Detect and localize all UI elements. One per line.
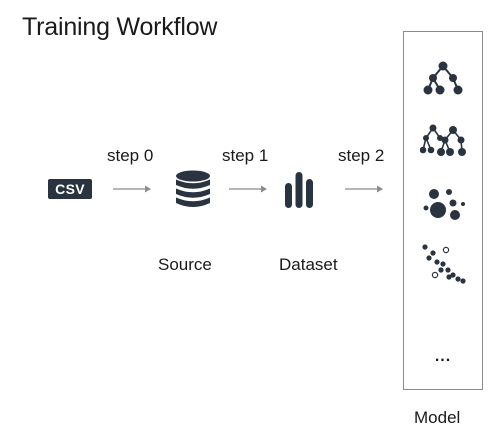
arrow-step-2 — [345, 185, 383, 193]
csv-badge: CSV — [48, 179, 92, 199]
step-0-label: step 0 — [107, 146, 154, 165]
arrow-step-0 — [113, 185, 151, 193]
step-1-label: step 1 — [222, 146, 269, 165]
decision-tree-icon — [423, 61, 463, 95]
ensemble-trees-icon — [420, 124, 466, 156]
dataset-label: Dataset — [279, 255, 338, 274]
step-2-label: step 2 — [338, 146, 385, 165]
source-label: Source — [158, 255, 212, 274]
model-label: Model — [414, 408, 461, 427]
database-icon — [176, 170, 210, 207]
arrow-step-1 — [229, 185, 267, 193]
workflow-title: Training Workflow — [22, 13, 218, 41]
model-panel: ... — [403, 31, 483, 390]
more-models-ellipsis: ... — [434, 348, 452, 365]
bar-chart-icon — [285, 172, 313, 208]
anomaly-scatter-icon — [422, 244, 466, 284]
cluster-icon — [423, 189, 465, 220]
